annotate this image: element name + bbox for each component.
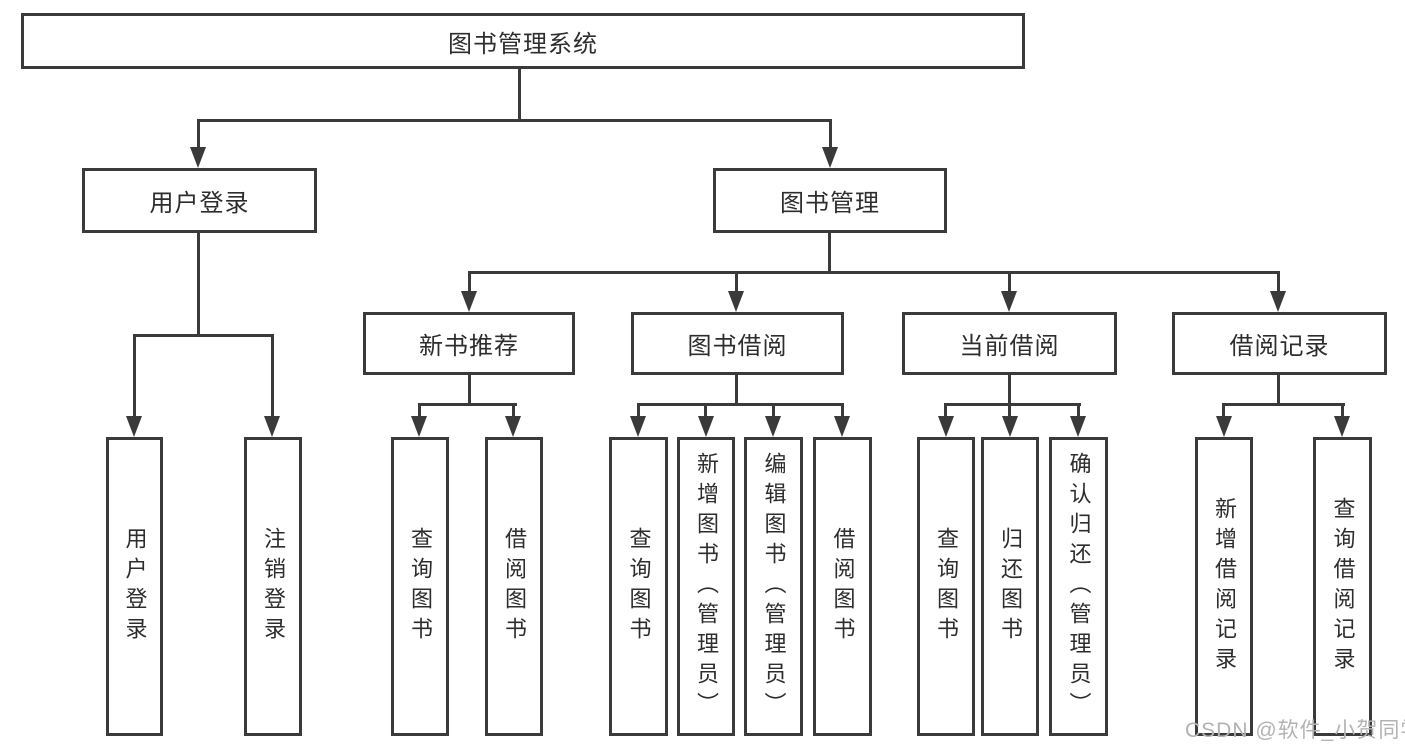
leaf-borrow-query-books: 查询图书	[609, 437, 668, 736]
connector-login-bar	[133, 334, 274, 337]
leaf-records-query-record-label: 查询借阅记录	[1330, 496, 1356, 677]
connector-drop-leaf	[772, 403, 775, 420]
leaf-recommend-borrow-books: 借阅图书	[485, 437, 543, 736]
connector-drop-leaf	[1222, 403, 1225, 420]
leaf-borrow-add-books-admin-label: 新增图书（管理员）	[694, 451, 719, 722]
leaf-current-query-books: 查询图书	[917, 437, 975, 736]
leaf-borrow-query-books-label: 查询图书	[626, 526, 652, 647]
connector-drop-leaf	[1077, 403, 1080, 420]
node-current-borrow-label: 当前借阅	[959, 333, 1060, 360]
leaf-recommend-query-books: 查询图书	[391, 437, 449, 736]
connector-drop-leaf	[1008, 403, 1011, 420]
connector-drop-records	[1277, 271, 1280, 297]
connector-current-stem	[1008, 373, 1011, 406]
arrowhead-icon	[1001, 291, 1017, 312]
leaf-logout-label: 注销登录	[261, 526, 286, 647]
leaf-user-login: 用户登录	[106, 437, 163, 736]
leaf-borrow-borrow-books: 借阅图书	[813, 437, 872, 736]
arrowhead-icon	[264, 416, 280, 437]
node-user-login: 用户登录	[82, 168, 317, 233]
arrowhead-icon	[411, 416, 427, 437]
node-root-label: 图书管理系统	[448, 30, 598, 58]
connector-drop-leaf	[944, 403, 947, 420]
leaf-logout: 注销登录	[244, 437, 302, 736]
leaf-recommend-borrow-books-label: 借阅图书	[502, 526, 527, 647]
connector-drop-current	[1008, 271, 1011, 297]
arrowhead-icon	[1334, 416, 1350, 437]
connector-mgmt-bar	[468, 271, 1280, 274]
connector-drop-leaf	[637, 403, 640, 420]
node-borrow-records: 借阅记录	[1172, 312, 1387, 375]
arrowhead-icon	[190, 147, 206, 168]
connector-recommend-bar	[418, 403, 517, 406]
connector-drop-leaf	[271, 334, 274, 418]
connector-drop-leaf	[1341, 403, 1344, 420]
connector-drop-leaf	[512, 403, 515, 420]
connector-recommend-stem	[468, 373, 471, 406]
arrowhead-icon	[461, 291, 477, 312]
arrowhead-icon	[728, 291, 744, 312]
node-borrow-records-label: 借阅记录	[1229, 333, 1330, 360]
arrowhead-icon	[126, 416, 142, 437]
connector-drop-leaf	[418, 403, 421, 420]
node-book-borrow: 图书借阅	[631, 312, 844, 375]
connector-mgmt-stem	[828, 231, 831, 274]
arrowhead-icon	[698, 416, 714, 437]
connector-drop-borrow	[735, 271, 738, 297]
arrowhead-icon	[834, 416, 850, 437]
node-book-management-label: 图书管理	[780, 190, 880, 217]
leaf-records-query-record: 查询借阅记录	[1313, 437, 1372, 736]
leaf-borrow-edit-books-admin: 编辑图书（管理员）	[744, 437, 803, 736]
connector-drop-leaf	[841, 403, 844, 420]
node-new-book-recommend: 新书推荐	[363, 312, 575, 375]
connector-borrow-bar	[637, 403, 844, 406]
arrowhead-icon	[505, 416, 521, 437]
connector-records-bar	[1222, 403, 1345, 406]
node-new-book-recommend-label: 新书推荐	[419, 333, 519, 360]
arrowhead-icon	[1270, 291, 1286, 312]
connector-drop-recommend	[468, 271, 471, 297]
leaf-records-add-record: 新增借阅记录	[1195, 437, 1253, 736]
arrowhead-icon	[630, 416, 646, 437]
arrowhead-icon	[1002, 416, 1018, 437]
connector-records-stem	[1277, 373, 1280, 406]
connector-login-stem	[197, 231, 200, 336]
connector-drop-book-management	[829, 119, 832, 152]
leaf-borrow-add-books-admin: 新增图书（管理员）	[677, 437, 735, 736]
node-current-borrow: 当前借阅	[902, 312, 1117, 375]
connector-root-stem	[518, 66, 521, 121]
connector-drop-user-login	[197, 119, 200, 152]
leaf-current-confirm-return-admin-label: 确认归还（管理员）	[1066, 451, 1092, 722]
node-root: 图书管理系统	[21, 13, 1025, 69]
connector-drop-leaf	[133, 334, 136, 418]
leaf-recommend-query-books-label: 查询图书	[408, 526, 433, 647]
node-book-management: 图书管理	[713, 168, 947, 233]
leaf-records-add-record-label: 新增借阅记录	[1212, 496, 1237, 677]
leaf-current-query-books-label: 查询图书	[934, 526, 959, 647]
leaf-current-return-books-label: 归还图书	[998, 526, 1023, 647]
arrowhead-icon	[822, 147, 838, 168]
leaf-current-return-books: 归还图书	[981, 437, 1039, 736]
leaf-current-confirm-return-admin: 确认归还（管理员）	[1049, 437, 1108, 736]
arrowhead-icon	[1216, 416, 1232, 437]
leaf-user-login-label: 用户登录	[122, 526, 148, 647]
connector-root-bar	[197, 119, 832, 122]
leaf-borrow-borrow-books-label: 借阅图书	[830, 526, 856, 647]
arrowhead-icon	[1070, 416, 1086, 437]
arrowhead-icon	[765, 416, 781, 437]
node-book-borrow-label: 图书借阅	[687, 333, 788, 360]
connector-current-bar	[944, 403, 1081, 406]
node-user-login-label: 用户登录	[149, 190, 250, 217]
connector-borrow-stem	[735, 373, 738, 406]
csdn-watermark: CSDN @软件_小贺同学	[1185, 719, 1405, 742]
arrowhead-icon	[938, 416, 954, 437]
connector-drop-leaf	[704, 403, 707, 420]
leaf-borrow-edit-books-admin-label: 编辑图书（管理员）	[761, 451, 787, 722]
